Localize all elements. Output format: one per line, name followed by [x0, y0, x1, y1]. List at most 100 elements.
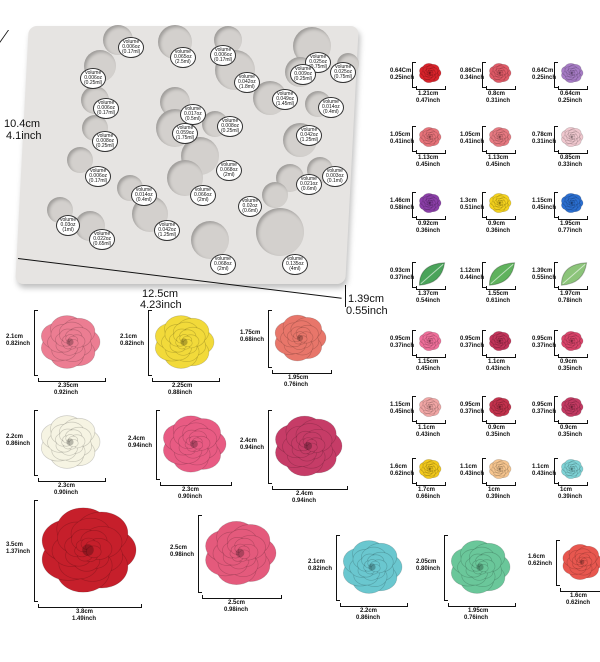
item-width-cm: 2.5cm — [228, 600, 246, 606]
height-label-in: 4.1inch — [6, 130, 42, 142]
flower-center — [428, 339, 432, 343]
flower-center — [368, 563, 376, 571]
item-width-cm: 1.15cm — [418, 359, 439, 365]
petal — [499, 135, 504, 140]
height-bracket — [412, 192, 416, 218]
flower-center — [498, 405, 502, 409]
leaf-image — [488, 262, 516, 286]
item-width-in: 0.39inch — [486, 494, 511, 500]
item-height-in: 1.37inch — [6, 549, 31, 555]
height-bracket — [482, 126, 486, 152]
item-height-in: 0.82inch — [6, 341, 31, 347]
flower-center — [570, 71, 574, 75]
height-bracket — [554, 62, 558, 88]
item-height-cm: 2.5cm — [170, 545, 188, 551]
item-height-in: 0.25inch — [532, 75, 557, 81]
flower-center — [428, 467, 432, 471]
flower-center — [498, 71, 502, 75]
rose-image — [561, 396, 584, 418]
item-width-cm: 1.13cm — [488, 155, 509, 161]
item-width-cm: 0.9cm — [488, 425, 506, 431]
petal — [429, 201, 434, 206]
width-label-cm: 12.5cm — [142, 288, 179, 300]
width-bracket — [38, 604, 142, 608]
item-width-cm: 0.9cm — [488, 221, 506, 227]
item-height-cm: 1.39cm — [532, 268, 553, 274]
petal — [429, 405, 434, 410]
flower-center — [498, 339, 502, 343]
item-width-cm: 2.35cm — [58, 383, 79, 389]
height-bracket — [554, 126, 558, 152]
item-width-in: 0.92inch — [54, 390, 79, 396]
item-height-cm: 2.4cm — [128, 436, 146, 442]
width-bracket — [486, 216, 516, 220]
height-bracket — [444, 535, 448, 601]
item-width-cm: 0.8cm — [488, 91, 506, 97]
item-width-in: 0.90inch — [178, 494, 203, 500]
rose-image — [489, 330, 512, 352]
height-bracket — [482, 62, 486, 88]
leaf-vein — [490, 263, 514, 285]
flower-center — [66, 338, 74, 346]
rose-image — [342, 540, 403, 594]
item-height-in: 0.31inch — [532, 139, 557, 145]
height-bracket — [268, 310, 272, 368]
petal — [499, 71, 504, 76]
depth-label-in: 0.55inch — [346, 305, 388, 317]
item-height-cm: 2.2cm — [6, 434, 24, 440]
height-bracket — [482, 396, 486, 422]
width-bracket — [416, 286, 446, 290]
item-width-cm: 0.64cm — [560, 91, 581, 97]
item-width-cm: 1.95cm — [468, 608, 489, 614]
petal — [571, 71, 576, 76]
item-height-in: 0.37inch — [532, 409, 557, 415]
item-height-in: 0.37inch — [390, 343, 415, 349]
item-width-cm: 0.9cm — [560, 425, 578, 431]
item-height-cm: 0.64Cm — [390, 68, 412, 74]
rose-image — [419, 458, 442, 480]
width-bracket — [38, 478, 106, 482]
petal — [429, 135, 434, 140]
rose-image — [419, 396, 442, 418]
item-width-cm: 0.9cm — [560, 359, 578, 365]
flower-center — [428, 405, 432, 409]
petal — [182, 339, 193, 348]
rose-image — [205, 521, 277, 585]
flower-center — [82, 544, 94, 556]
item-width-cm: 1.95cm — [288, 375, 309, 381]
depth-label-cm: 1.39cm — [348, 293, 385, 305]
width-bracket — [558, 150, 588, 154]
petal — [499, 339, 504, 344]
mold-cavity — [191, 221, 229, 259]
item-width-in: 0.25inch — [558, 98, 583, 104]
height-bracket — [554, 396, 558, 422]
petal — [429, 339, 434, 344]
item-width-cm: 0.92cm — [418, 221, 439, 227]
width-bracket — [272, 370, 332, 374]
width-bracket — [486, 150, 516, 154]
height-bracket — [412, 126, 416, 152]
item-width-in: 0.43inch — [416, 432, 441, 438]
petal — [68, 439, 79, 448]
petal — [571, 201, 576, 206]
petal — [580, 559, 588, 566]
petal — [571, 405, 576, 410]
height-bracket — [412, 262, 416, 288]
item-width-in: 0.54inch — [416, 298, 441, 304]
height-bracket — [482, 458, 486, 484]
item-height-in: 0.55inch — [532, 275, 557, 281]
height-bracket — [34, 500, 38, 602]
item-width-cm: 2.3cm — [58, 483, 76, 489]
item-width-in: 0.31inch — [486, 98, 511, 104]
item-height-cm: 1.15cm — [532, 198, 553, 204]
mold-cavity — [256, 208, 304, 256]
item-height-in: 0.51inch — [460, 205, 485, 211]
item-width-in: 0.35inch — [558, 432, 583, 438]
